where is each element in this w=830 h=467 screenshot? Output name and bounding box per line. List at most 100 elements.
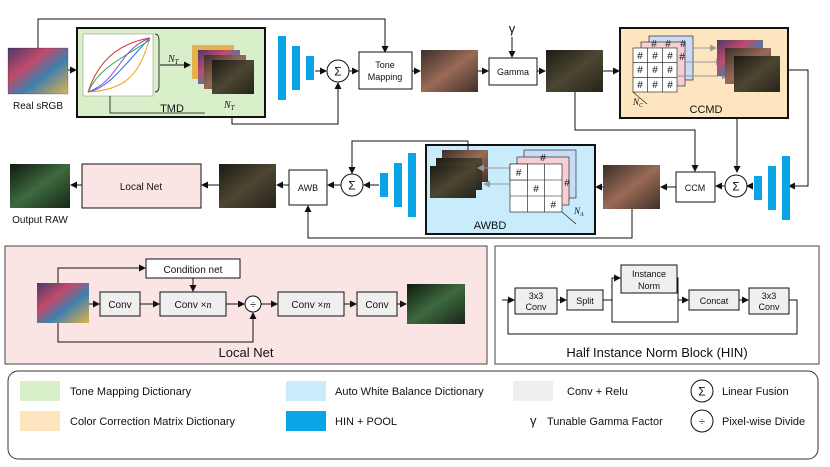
tone-mapped-image — [421, 50, 478, 92]
hin-conv-a-label-2: Conv — [525, 302, 547, 312]
local-net-input-image — [37, 283, 89, 323]
legend-gamma-symbol: γ — [530, 413, 537, 428]
ccm-block — [675, 171, 716, 203]
awbd-label: AWBD — [474, 220, 507, 232]
hin-instance-norm — [620, 264, 678, 294]
svg-text:#: # — [667, 80, 673, 91]
hin-conv-b — [748, 287, 790, 315]
tmd-image-stack-4 — [212, 60, 254, 94]
output-raw-label: Output RAW — [12, 215, 68, 226]
gamma-label: Gamma — [497, 67, 529, 77]
svg-text:#: # — [516, 168, 522, 179]
awbd-image-stack-3 — [430, 166, 476, 198]
sigma-symbol: Σ — [348, 179, 355, 193]
legend-gamma: Tunable Gamma Factor — [547, 416, 663, 428]
hin-title: Half Instance Norm Block (HIN) — [566, 345, 747, 360]
hin-pool-bar — [306, 56, 314, 80]
svg-text:#: # — [652, 51, 658, 62]
hin-pool-bar — [408, 153, 416, 217]
legend-tmd: Tone Mapping Dictionary — [70, 386, 192, 398]
local-net-conv1 — [99, 291, 141, 317]
hin-pool-bar — [768, 166, 776, 210]
divide-symbol: ÷ — [250, 299, 256, 311]
hin-pool-bar — [278, 36, 286, 100]
svg-text:#: # — [665, 39, 671, 50]
local-net-conv-m — [277, 291, 345, 317]
sigma-symbol: Σ — [698, 385, 705, 399]
real-srgb-image — [8, 48, 68, 94]
awb-matrix-stack: # # # # # — [509, 149, 577, 213]
legend-panel — [7, 370, 819, 460]
local-net-title: Local Net — [219, 345, 274, 360]
local-net-conv-last-label: Conv — [365, 300, 388, 311]
output-raw-image — [10, 164, 70, 208]
legend-pixel-divide-icon — [690, 409, 714, 433]
hin-conv-a-label-1: 3x3 — [529, 291, 544, 301]
ccm-matrix-stack: # # # # # # # # # # # # # — [632, 35, 694, 93]
ccmd-label: CCMD — [690, 104, 723, 116]
tone-mapping-label-1: Tone — [375, 60, 395, 70]
svg-text:#: # — [652, 65, 658, 76]
local-net-output-image — [407, 284, 465, 324]
gamma-output-image — [546, 50, 603, 92]
legend-linear-fusion-icon — [690, 379, 714, 403]
legend-linear-fusion: Linear Fusion — [722, 386, 789, 398]
condition-net-label: Condition net — [164, 265, 223, 276]
sigma-symbol: Σ — [732, 180, 739, 194]
local-net-conv-m-label: Conv ×m — [291, 300, 330, 311]
hin-instance-norm-label-2: Norm — [638, 281, 660, 291]
awb-output-image — [219, 164, 276, 208]
hin-pool-bar — [380, 173, 388, 197]
gamma-block — [488, 57, 538, 86]
n-c-label: NC — [632, 97, 644, 109]
n-a-label: NA — [573, 206, 584, 218]
ccmd-image-stack-3 — [734, 56, 780, 92]
svg-text:#: # — [551, 200, 557, 211]
legend-pixel-divide: Pixel-wise Divide — [722, 416, 805, 428]
sigma-symbol: Σ — [334, 65, 341, 79]
svg-text:#: # — [651, 39, 657, 50]
svg-text:#: # — [667, 51, 673, 62]
hin-pool-bar — [394, 163, 402, 207]
legend-conv-relu: Conv + Relu — [567, 386, 628, 398]
legend-swatch-ccmd — [20, 411, 60, 431]
hin-concat-label: Concat — [700, 296, 729, 306]
local-net-block — [81, 163, 202, 209]
svg-text:#: # — [637, 80, 643, 91]
svg-text:#: # — [667, 65, 673, 76]
svg-text:#: # — [652, 80, 658, 91]
local-net-conv1-label: Conv — [108, 300, 131, 311]
svg-text:#: # — [679, 52, 685, 63]
local-net-block-label: Local Net — [120, 182, 162, 193]
svg-text:#: # — [533, 184, 539, 195]
hin-pool-bar — [782, 156, 790, 220]
tmd-label: TMD — [160, 103, 184, 115]
svg-text:#: # — [680, 39, 686, 50]
legend-swatch-tmd — [20, 381, 60, 401]
legend-ccmd: Color Correction Matrix Dictionary — [70, 416, 236, 428]
svg-text:#: # — [564, 178, 570, 189]
hin-split-label: Split — [576, 296, 594, 306]
hin-instance-norm-label-1: Instance — [632, 269, 666, 279]
divide-symbol: ÷ — [699, 416, 705, 428]
legend-awbd: Auto White Balance Dictionary — [335, 386, 484, 398]
hin-pool-bar — [292, 46, 300, 90]
legend-swatch-hin-pool — [286, 411, 326, 431]
ccm-output-image — [603, 165, 660, 209]
tone-mapping-label-2: Mapping — [368, 72, 403, 82]
legend-hin-pool: HIN + POOL — [335, 416, 397, 428]
ccm-label: CCM — [685, 183, 706, 193]
svg-text:#: # — [637, 51, 643, 62]
real-srgb-label: Real sRGB — [13, 101, 63, 112]
local-net-conv-n-label: Conv ×n — [175, 300, 212, 311]
hin-pool-bar — [754, 176, 762, 200]
awb-label: AWB — [298, 183, 318, 193]
n-t-label-top: NT — [167, 54, 180, 66]
gamma-symbol: γ — [509, 21, 516, 36]
tone-mapping-block — [358, 51, 413, 90]
hin-conv-b-label-1: 3x3 — [762, 291, 777, 301]
svg-text:#: # — [637, 65, 643, 76]
hin-conv-a — [514, 287, 558, 315]
awb-block — [288, 169, 328, 206]
